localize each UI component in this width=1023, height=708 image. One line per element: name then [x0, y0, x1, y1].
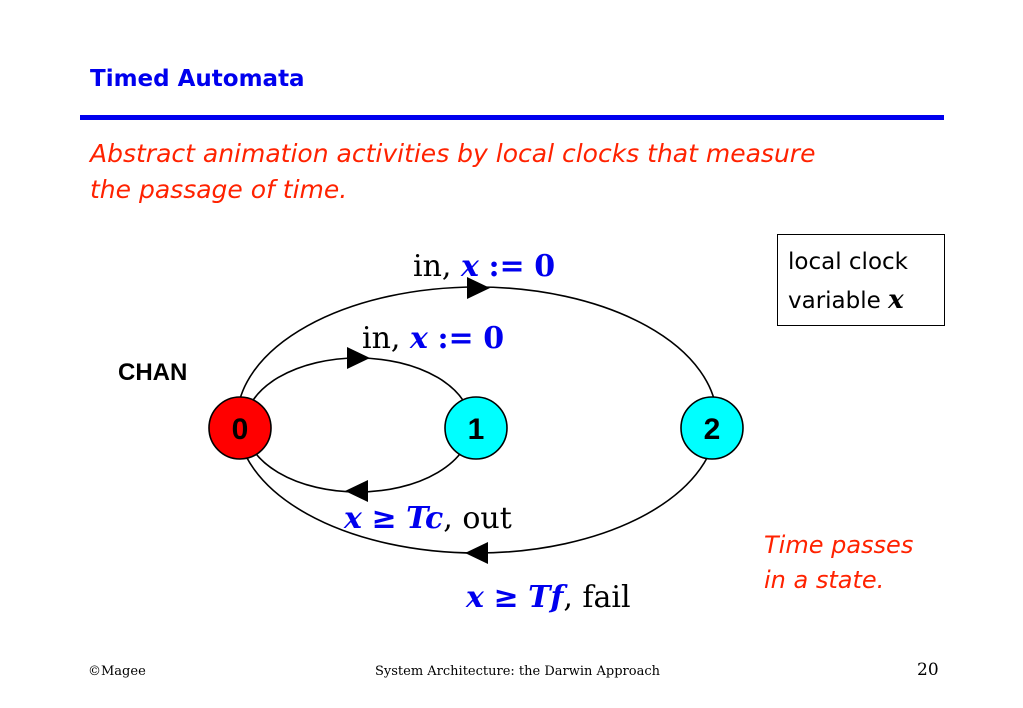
clock-box-line2: variable x: [788, 281, 944, 320]
outer-top-value: 0: [534, 249, 555, 284]
state-1-circle: [444, 396, 508, 460]
outer-top-clock: x: [460, 249, 480, 284]
time-note-line1: Time passes: [764, 531, 914, 559]
slide-subtitle: Abstract animation activities by local c…: [90, 139, 816, 204]
title-rule: [80, 115, 944, 120]
inner-top-action: in,: [362, 321, 400, 356]
outer-top-op: :=: [488, 249, 524, 284]
footer-course-title: System Architecture: the Darwin Approach: [375, 664, 661, 679]
clock-box-line2-text: variable: [788, 288, 881, 314]
footer-copyright: ©Magee: [88, 664, 146, 679]
inner-bottom-bound: Tc: [406, 501, 443, 536]
process-name: CHAN: [118, 359, 187, 386]
time-note-line2: in a state.: [764, 566, 885, 594]
clock-box-line1: local clock: [788, 249, 908, 275]
inner-bottom-op: ≥: [371, 501, 396, 536]
inner-bottom-action: , out: [443, 501, 512, 536]
label-outer-top: in, x := 0: [413, 249, 555, 284]
state-1-label: 1: [468, 413, 485, 446]
state-2-circle: [680, 396, 744, 460]
arrow-inner-bottom: [345, 480, 368, 502]
inner-top-clock: x: [409, 321, 429, 356]
state-1: 1: [444, 396, 508, 460]
state-0: 0: [208, 396, 272, 460]
outer-bottom-clock: x: [465, 580, 485, 615]
arrow-outer-bottom: [465, 542, 488, 564]
page-number: 20: [917, 660, 939, 680]
arrow-inner-top: [347, 347, 370, 369]
state-0-label: 0: [232, 413, 249, 446]
clock-variable-box: local clock variable x: [777, 234, 945, 326]
label-inner-bottom: x ≥ Tc, out: [343, 501, 512, 536]
inner-bottom-clock: x: [343, 501, 363, 536]
outer-top-action: in,: [413, 249, 451, 284]
state-2: 2: [680, 396, 744, 460]
outer-bottom-op: ≥: [493, 580, 518, 615]
inner-transition-loop: [244, 357, 472, 493]
clock-box-var: x: [888, 285, 904, 315]
arrow-outer-top: [467, 277, 490, 299]
state-2-label: 2: [704, 413, 721, 446]
label-outer-bottom: x ≥ Tf, fail: [465, 580, 631, 615]
outer-bottom-bound: Tf: [528, 580, 568, 615]
time-note: Time passes in a state.: [764, 528, 913, 598]
inner-top-value: 0: [483, 321, 504, 356]
label-inner-top: in, x := 0: [362, 321, 504, 356]
inner-top-op: :=: [437, 321, 473, 356]
outer-bottom-action: , fail: [563, 580, 630, 615]
slide-title: Timed Automata: [90, 66, 305, 92]
state-0-circle: [208, 396, 272, 460]
